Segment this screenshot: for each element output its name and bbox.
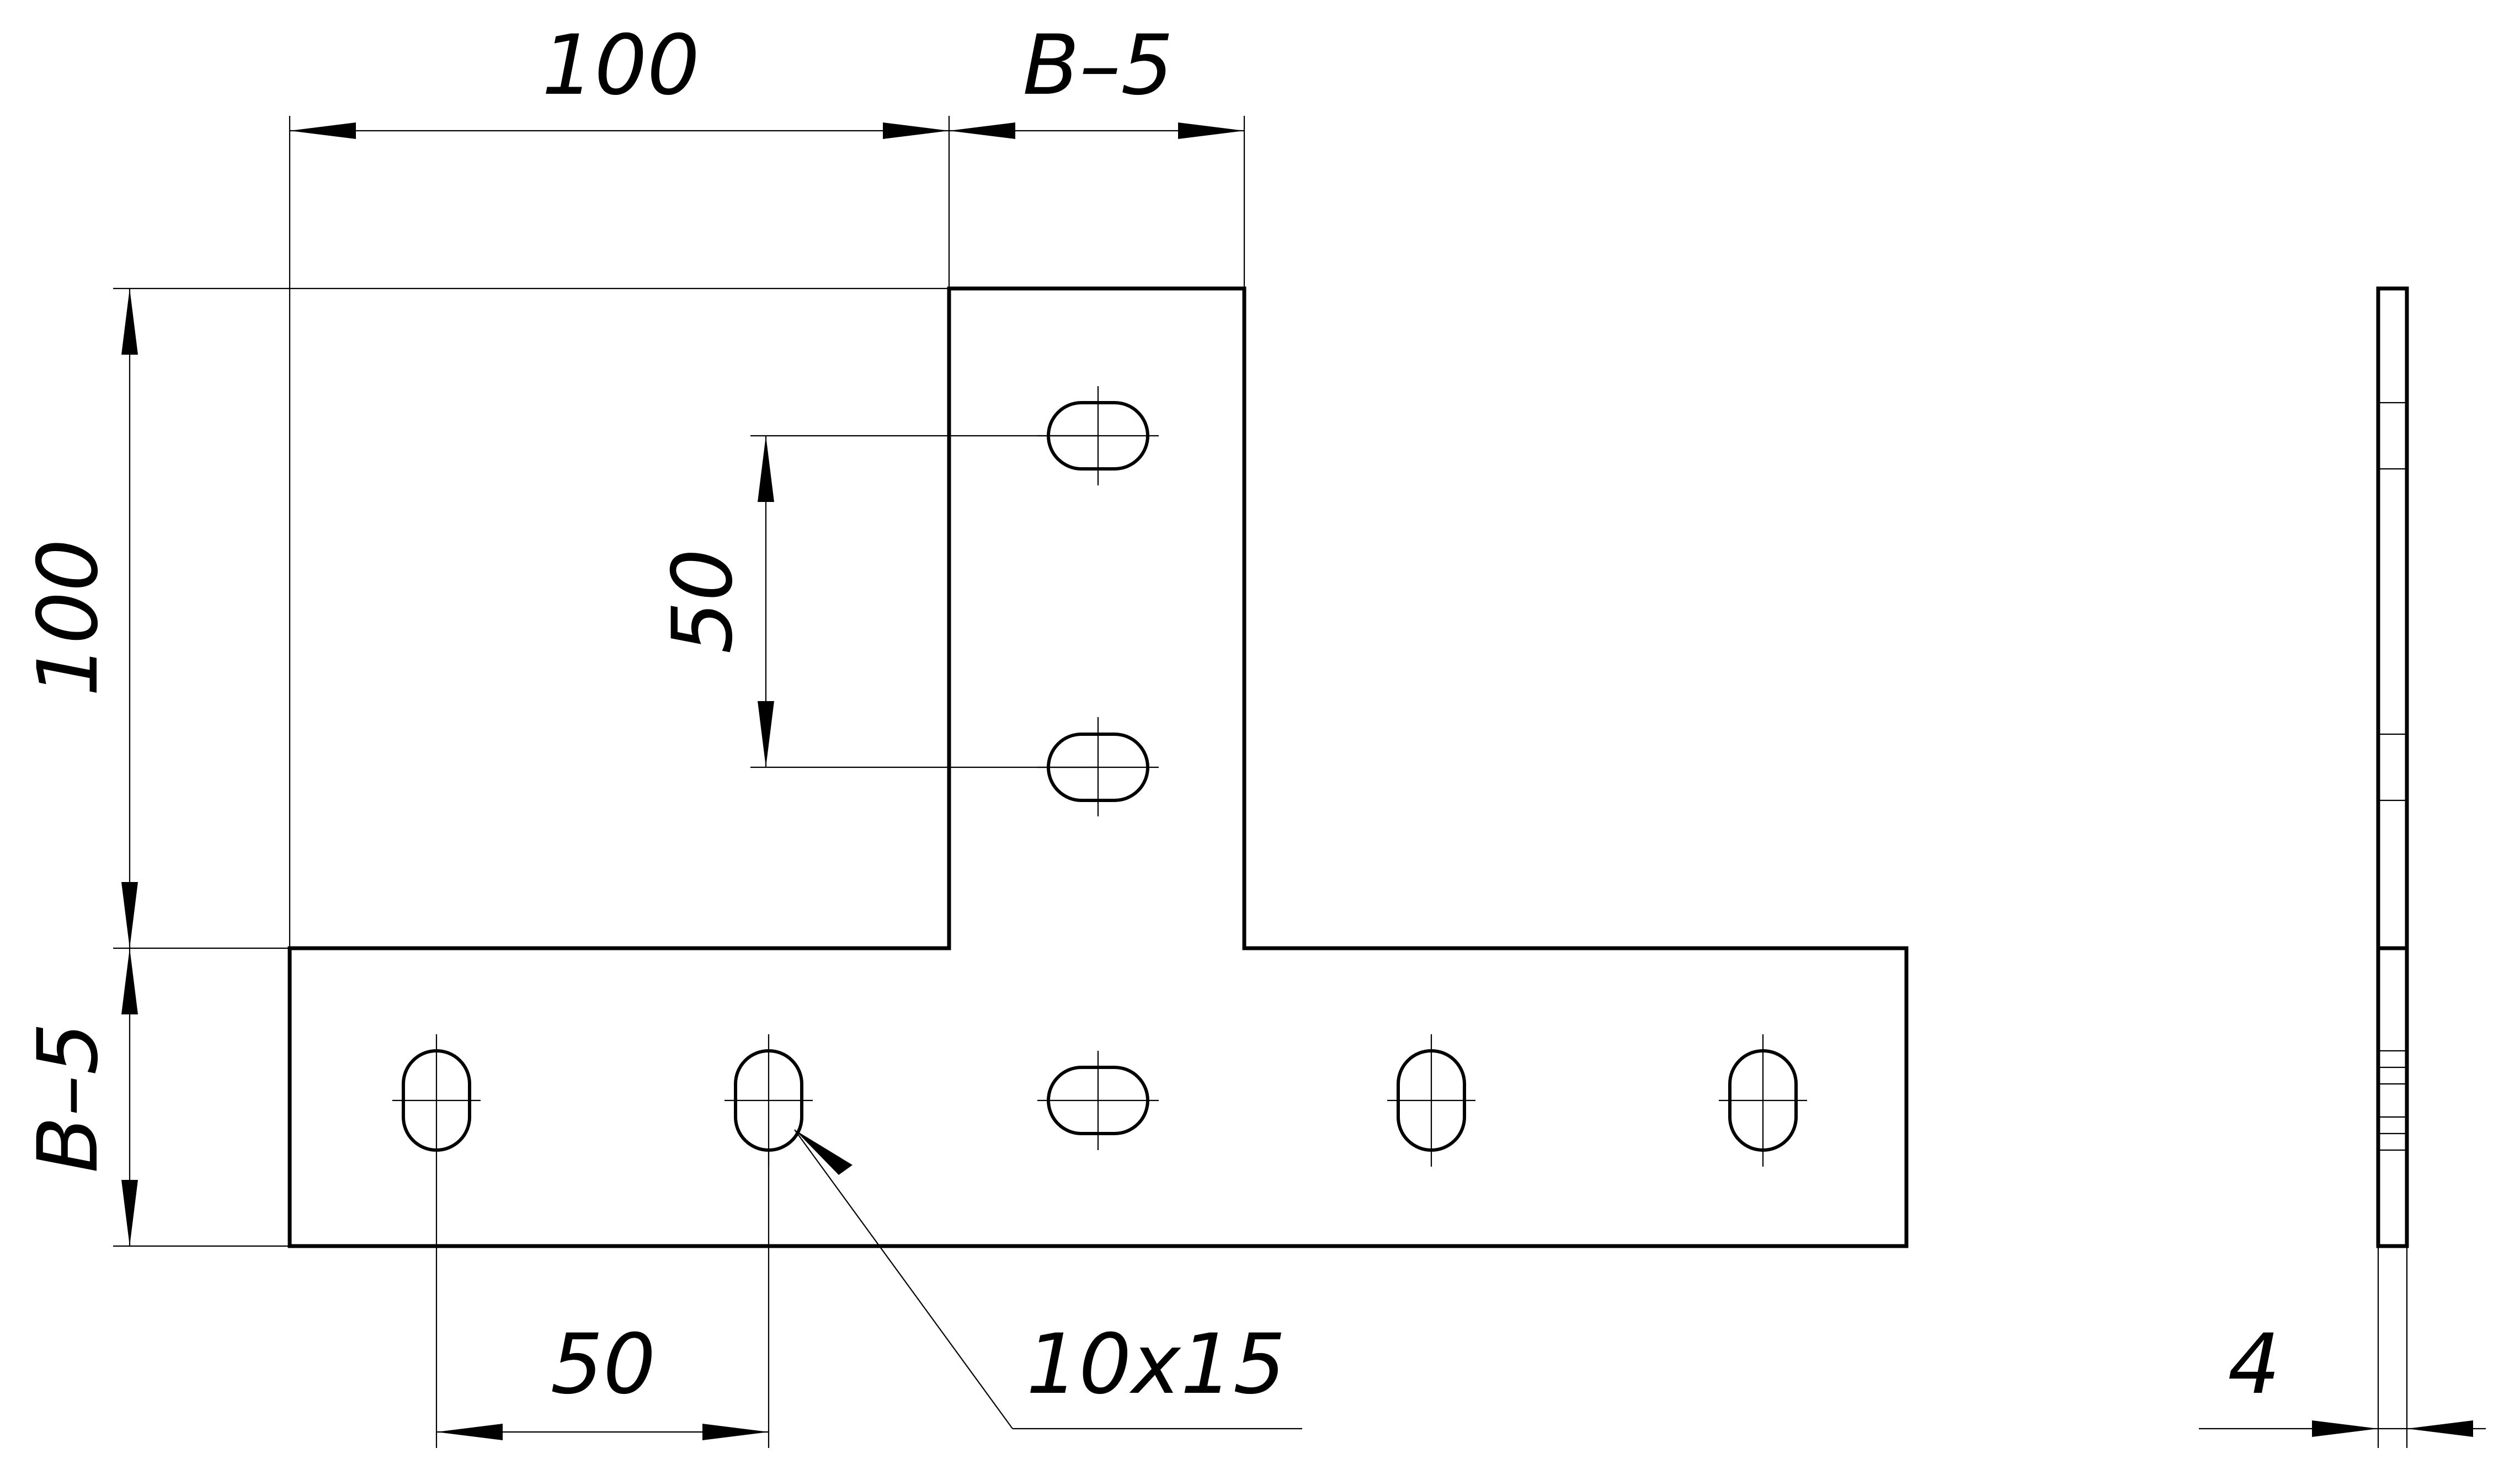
- dim-top-right-width: B–5: [1022, 18, 1173, 114]
- dim-hole-vertical-spacing: 50: [655, 549, 751, 654]
- dim-slot-size: 10x15: [1026, 1317, 1286, 1413]
- dimension-lines: [121, 122, 2486, 1440]
- side-view: [2376, 286, 2409, 1448]
- dim-thickness: 4: [2228, 1317, 2280, 1413]
- dim-left-lower-height: B–5: [20, 1022, 116, 1173]
- dim-hole-horizontal-spacing: 50: [551, 1317, 656, 1413]
- extension-lines: [113, 116, 1245, 1448]
- dim-left-height: 100: [20, 539, 116, 697]
- dim-top-width: 100: [542, 18, 700, 114]
- slots: [402, 401, 1798, 1152]
- plate-outline: [287, 286, 1909, 1248]
- side-view-plate: [2376, 286, 2409, 1248]
